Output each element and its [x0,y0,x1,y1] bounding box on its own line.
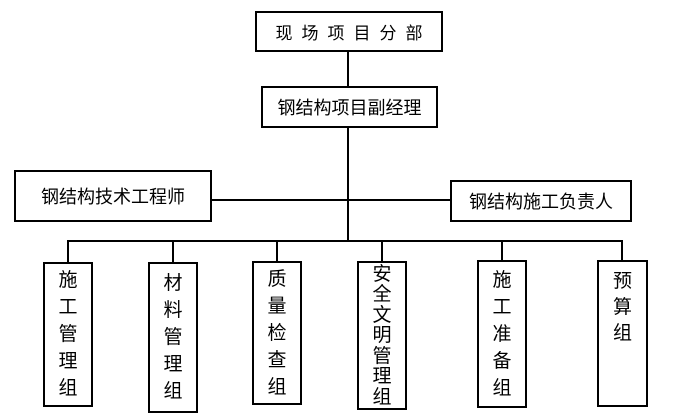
org-box-quality-inspection-group: 质量检查组 [252,261,302,405]
connector-drop-5 [501,240,503,260]
connector-drop-4 [381,240,383,261]
connector-distribution-line [67,240,623,242]
org-box-construction-leader: 钢结构施工负责人 [450,180,632,222]
org-box-label: 现场项目分部 [275,24,432,44]
connector-drop-6 [621,240,623,260]
connector-deputy-trunk [347,128,349,241]
connector-engineer-to-leader [212,199,450,201]
org-box-label: 钢结构技术工程师 [41,187,185,208]
org-box-technical-engineer: 钢结构技术工程师 [14,170,212,222]
org-box-construction-preparation-group: 施工准备组 [477,260,527,408]
connector-drop-3 [276,240,278,261]
connector-drop-1 [67,240,69,262]
org-box-budget-group: 预算组 [597,260,648,407]
org-box-construction-management-group: 施工管理组 [43,262,93,407]
connector-root-to-deputy [347,52,349,86]
org-box-label: 施工准备组 [492,268,512,399]
org-box-label: 钢结构施工负责人 [469,192,613,213]
connector-drop-2 [172,240,174,262]
org-box-label: 施工管理组 [58,269,78,399]
org-box-label: 质量检查组 [267,267,287,398]
org-box-deputy-manager: 钢结构项目副经理 [261,86,438,128]
org-box-label: 钢结构项目副经理 [277,98,422,119]
org-box-safety-civilization-management-group: 安全文明管理组 [357,261,407,410]
org-box-site-project-division: 现场项目分部 [255,11,443,52]
org-box-label: 安全文明管理组 [372,262,392,408]
org-box-label: 预算组 [613,270,633,344]
org-box-material-management-group: 材料管理组 [148,262,198,413]
org-box-label: 材料管理组 [163,272,183,402]
